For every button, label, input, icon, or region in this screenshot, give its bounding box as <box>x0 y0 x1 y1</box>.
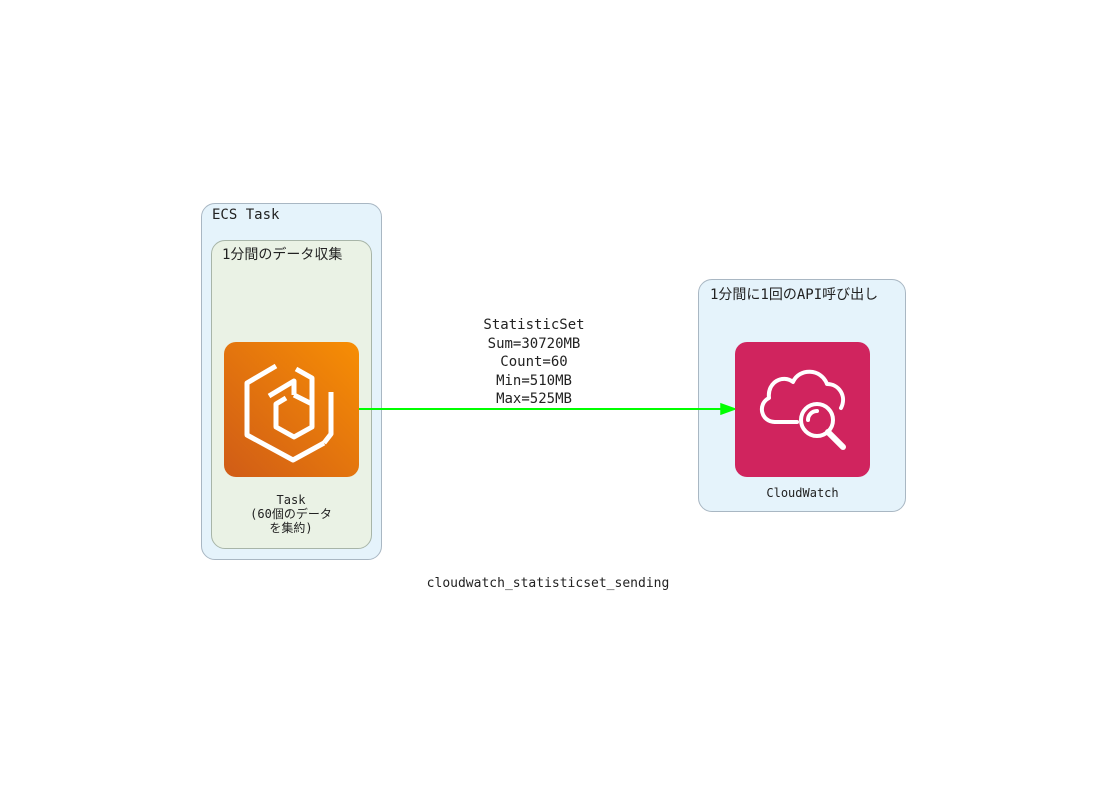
edge-label-line: Sum=30720MB <box>487 335 581 352</box>
api-call-cluster-label: 1分間に1回のAPI呼び出し <box>710 287 879 303</box>
graph-title: cloudwatch_statisticset_sending <box>426 576 670 591</box>
edge-label-line: Count=60 <box>500 354 568 370</box>
edge-label-line: Min=510MB <box>496 372 572 389</box>
edge-label-line: Max=525MB <box>496 391 572 407</box>
ecs-container-glyph <box>244 363 334 463</box>
data-collection-cluster-label: 1分間のデータ収集 <box>222 247 343 263</box>
cloudwatch-node-label: CloudWatch <box>766 486 839 500</box>
cloudwatch-cloud-search-icon[interactable] <box>735 342 870 477</box>
task-node-label: Task (60個のデータ を集約) <box>250 493 332 535</box>
edge-label-line: StatisticSet <box>483 317 585 333</box>
ecs-task-cluster-label: ECS Task <box>212 207 280 223</box>
cloudwatch-glyph <box>759 369 846 450</box>
ecs-container-icon[interactable] <box>224 342 359 477</box>
edge-label: StatisticSet Sum=30720MB Count=60 Min=51… <box>454 316 614 409</box>
edge-arrowhead <box>720 402 738 416</box>
